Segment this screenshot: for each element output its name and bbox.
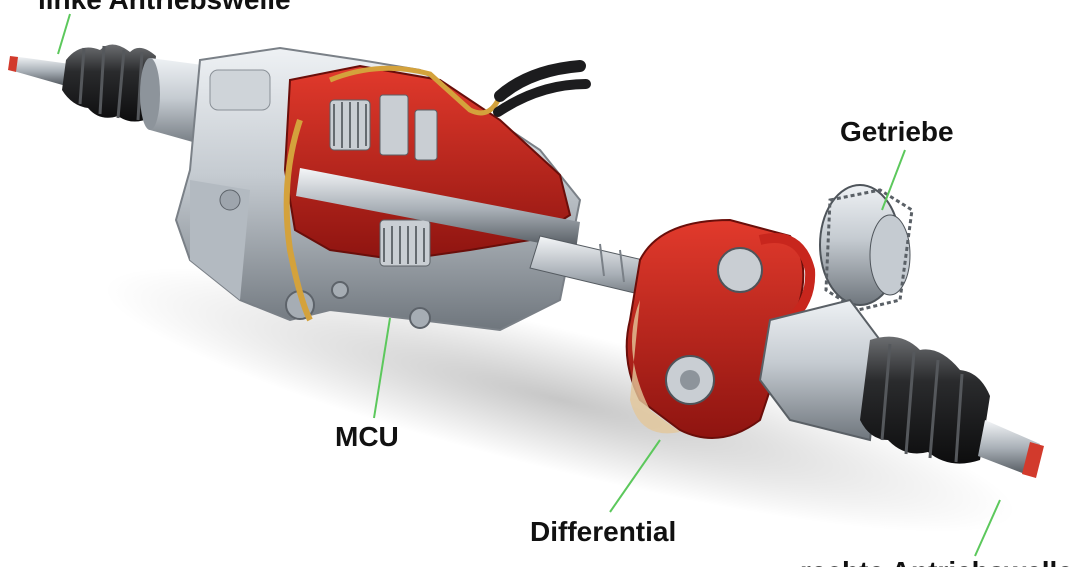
leader-gearbox <box>881 149 906 211</box>
left-drive-shaft <box>8 44 214 148</box>
leader-right-shaft <box>974 499 1001 557</box>
left-boot <box>62 44 156 122</box>
leader-left-shaft <box>57 13 71 55</box>
right-boot <box>860 336 990 464</box>
gearbox-gear <box>819 184 914 312</box>
right-drive-shaft <box>758 298 1044 478</box>
transmission-cutaway <box>283 60 591 322</box>
leader-mcu <box>373 317 391 419</box>
label-mcu: MCU <box>335 421 399 452</box>
differential-housing <box>625 218 816 439</box>
label-left-drive-shaft: linke Antriebswelle <box>38 0 291 14</box>
label-right-drive-shaft: rechte Antriebswelle <box>800 558 1073 567</box>
label-gearbox: Getriebe <box>840 116 954 147</box>
label-differential: Differential <box>530 516 677 547</box>
ground-shadow <box>103 267 1017 533</box>
leader-differential <box>609 439 661 513</box>
leader-lines <box>57 13 1001 557</box>
